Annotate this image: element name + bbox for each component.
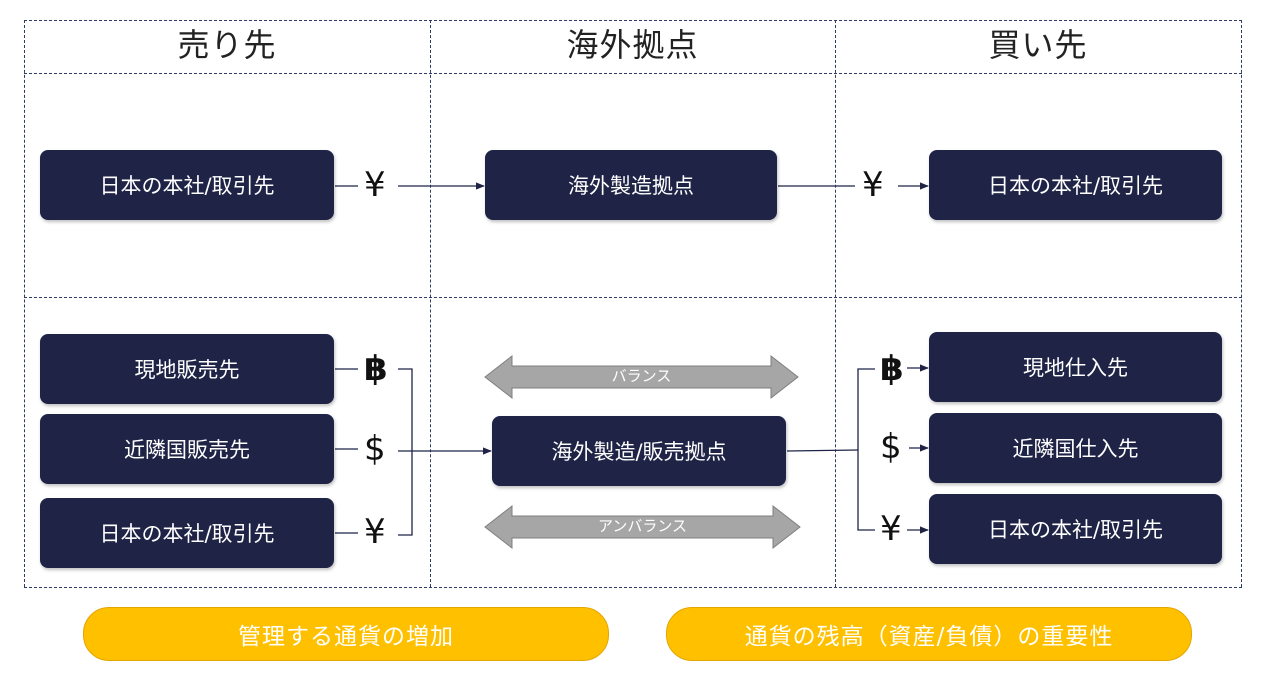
top-hub-box: 海外製造拠点 <box>485 150 777 220</box>
column-title-buy: 買い先 <box>988 26 1088 64</box>
grid-col-divider-2 <box>835 20 836 587</box>
yen-icon: ¥ <box>880 509 902 549</box>
grid-right-border <box>1241 20 1242 587</box>
dollar-icon: $ <box>364 429 386 469</box>
seller-local-box: 現地販売先 <box>40 334 334 404</box>
buyer-local-box: 現地仕入先 <box>929 332 1222 402</box>
yen-icon: ¥ <box>364 512 386 552</box>
baht-icon: ฿ <box>880 349 904 389</box>
top-seller-box: 日本の本社/取引先 <box>40 150 334 220</box>
column-title-overseas: 海外拠点 <box>566 26 699 64</box>
balance-arrow-label: バランス <box>611 367 672 385</box>
dollar-icon: $ <box>880 427 902 467</box>
grid-row-divider <box>24 297 1242 298</box>
column-title-sell: 売り先 <box>177 26 277 64</box>
buyer-neighbor-box: 近隣国仕入先 <box>929 413 1222 483</box>
buyer-japan-box: 日本の本社/取引先 <box>929 494 1222 564</box>
grid-top-border <box>24 20 1242 21</box>
grid-left-border <box>24 20 25 587</box>
grid-bottom-border <box>24 587 1242 588</box>
footer-pill-balance: 通貨の残高（資産/負債）の重要性 <box>666 607 1192 661</box>
yen-icon: ¥ <box>862 165 884 205</box>
bottom-hub-box: 海外製造/販売拠点 <box>492 416 786 486</box>
imbalance-arrow-label: アンバランス <box>597 517 688 535</box>
top-buyer-box: 日本の本社/取引先 <box>929 150 1222 220</box>
seller-neighbor-box: 近隣国販売先 <box>40 414 334 484</box>
yen-icon: ¥ <box>364 165 386 205</box>
grid-col-divider-1 <box>430 20 431 587</box>
footer-pill-currencies: 管理する通貨の増加 <box>83 607 609 661</box>
seller-japan-box: 日本の本社/取引先 <box>40 498 334 568</box>
grid-header-divider <box>24 73 1242 74</box>
baht-icon: ฿ <box>364 349 388 389</box>
